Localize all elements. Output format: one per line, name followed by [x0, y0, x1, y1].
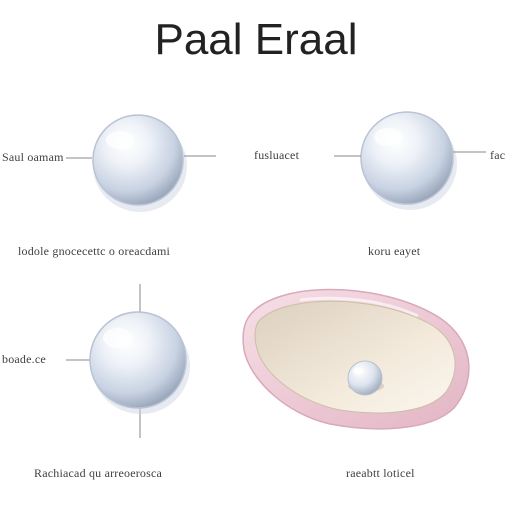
- pearl-1: [92, 114, 187, 212]
- pearl-1-left-label: Saul oamam: [2, 150, 64, 164]
- pearl-3: [89, 311, 190, 414]
- page-title: Paal Eraal: [154, 15, 358, 64]
- pearl-2-right-label: fac: [490, 148, 506, 162]
- shell-caption: raeabtt loticel: [346, 466, 415, 480]
- pearl-3-caption: Rachiacad qu arreoerosca: [34, 466, 163, 480]
- pearl-3-left-label: boade.ce: [2, 352, 46, 366]
- pearl-1-caption: lodole gnocecettc o oreacdami: [18, 244, 171, 258]
- pearl-2: [360, 111, 457, 210]
- oyster-shell: [242, 288, 470, 430]
- small-pearl: [347, 360, 384, 396]
- pearl-2-caption: koru eayet: [368, 244, 421, 258]
- pearl-2-left-label: fusluacet: [254, 148, 300, 162]
